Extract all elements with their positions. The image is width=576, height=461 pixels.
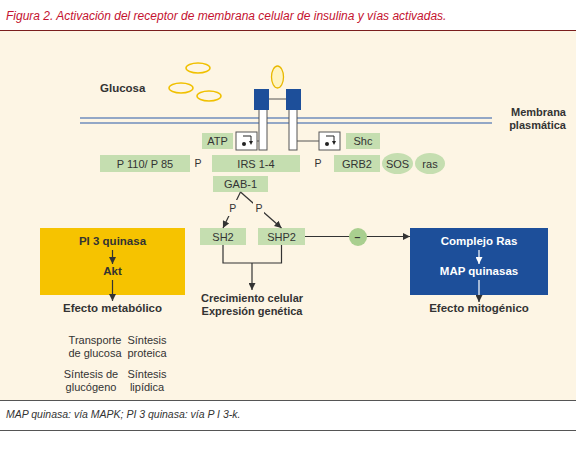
node-label: GAB-1	[224, 178, 257, 190]
kinase-arrowhead	[249, 141, 253, 145]
receptor-alpha-subunit	[286, 89, 301, 110]
insulin-molecule	[272, 66, 284, 88]
phosphate-label: P	[227, 200, 238, 216]
molecule-label: Glucosa	[100, 82, 162, 96]
caption-rule	[0, 430, 576, 431]
membrane-line	[80, 117, 492, 118]
protein-box: Shc	[346, 133, 380, 149]
effect-item: Síntesis de glucógeno	[55, 368, 127, 394]
protein-box: SHP2	[258, 228, 305, 245]
connector	[223, 192, 241, 228]
ellipse-shape	[415, 153, 445, 174]
protein-box: IRS 1-4	[212, 155, 300, 172]
protein-ellipse: SOS	[382, 153, 413, 174]
node-label: ras	[422, 158, 437, 170]
pathway-label: PI 3 quinasa	[40, 235, 185, 247]
node-label: Shc	[354, 135, 373, 147]
receptor-link	[269, 99, 286, 100]
connector	[241, 192, 282, 228]
outcome-label: Crecimiento celular Expresión genética	[190, 292, 314, 318]
effect-item: Transporte de glucosa	[64, 334, 126, 360]
protein-box: ATP	[202, 133, 233, 149]
pathway-label: MAP quinasas	[410, 265, 548, 277]
receptor-link	[297, 141, 319, 142]
protein-box: GAB-1	[213, 176, 268, 192]
ellipse-shape	[382, 153, 413, 174]
node-label: GRB2	[342, 158, 372, 170]
pathway-arrow	[112, 280, 113, 301]
kinase-symbol	[236, 132, 257, 150]
pathway-label: Complejo Ras	[410, 235, 548, 247]
phosphate-label: P	[191, 157, 205, 170]
panel-background	[0, 31, 576, 400]
pathway-box: Complejo RasMAP quinasasEfecto mitogénic…	[410, 228, 548, 295]
receptor-stem	[259, 108, 267, 150]
protein-ellipse: ras	[415, 153, 445, 174]
node-label: SOS	[386, 158, 409, 170]
node-label: SH2	[212, 231, 233, 243]
kinase-arrowhead	[332, 141, 336, 145]
effect-label: Efecto mitogénico	[410, 302, 548, 314]
pathway-arrow	[478, 280, 479, 295]
inhibition-label: –	[349, 228, 367, 246]
glucose-molecule	[169, 83, 193, 93]
protein-box: SH2	[200, 228, 246, 245]
node-label: P 110/ P 85	[117, 158, 173, 170]
membrane-line	[80, 122, 492, 123]
pathway-arrow	[478, 250, 479, 264]
membrane-label: Membrana plasmática	[488, 106, 566, 132]
pathway-arrow	[478, 295, 479, 302]
bottom-rule	[0, 400, 576, 401]
merge-arrow	[251, 263, 252, 290]
kinase-dot	[242, 142, 246, 146]
pathway-arrow	[112, 250, 113, 264]
protein-box: GRB2	[334, 155, 380, 172]
top-rule	[0, 30, 576, 31]
node-label: IRS 1-4	[237, 158, 274, 170]
receptor-alpha-subunit	[254, 89, 269, 110]
protein-box: P 110/ P 85	[100, 155, 190, 172]
receptor-stem	[289, 108, 297, 150]
phosphate-label: P	[311, 157, 325, 170]
glucose-molecule	[197, 91, 221, 101]
kinase-dot	[325, 142, 329, 146]
node-label: SHP2	[267, 231, 296, 243]
kinase-symbol	[319, 132, 340, 150]
figure-title: Figura 2. Activación del receptor de mem…	[6, 9, 572, 23]
effect-item: Síntesis lipídica	[117, 368, 177, 394]
figure-caption: MAP quinasa: vía MAPK; PI 3 quinasa: vía…	[6, 408, 572, 420]
pathway-box: PI 3 quinasaAktEfecto metabólico	[40, 228, 185, 295]
effect-item: Síntesis proteica	[117, 334, 177, 360]
merge-line	[223, 245, 282, 263]
pathway-label: Akt	[40, 265, 185, 277]
phosphate-label: P	[253, 200, 264, 216]
receptor-link	[257, 141, 259, 142]
node-label: ATP	[207, 135, 228, 147]
effect-label: Efecto metabólico	[40, 302, 185, 314]
glucose-molecule	[186, 63, 210, 73]
